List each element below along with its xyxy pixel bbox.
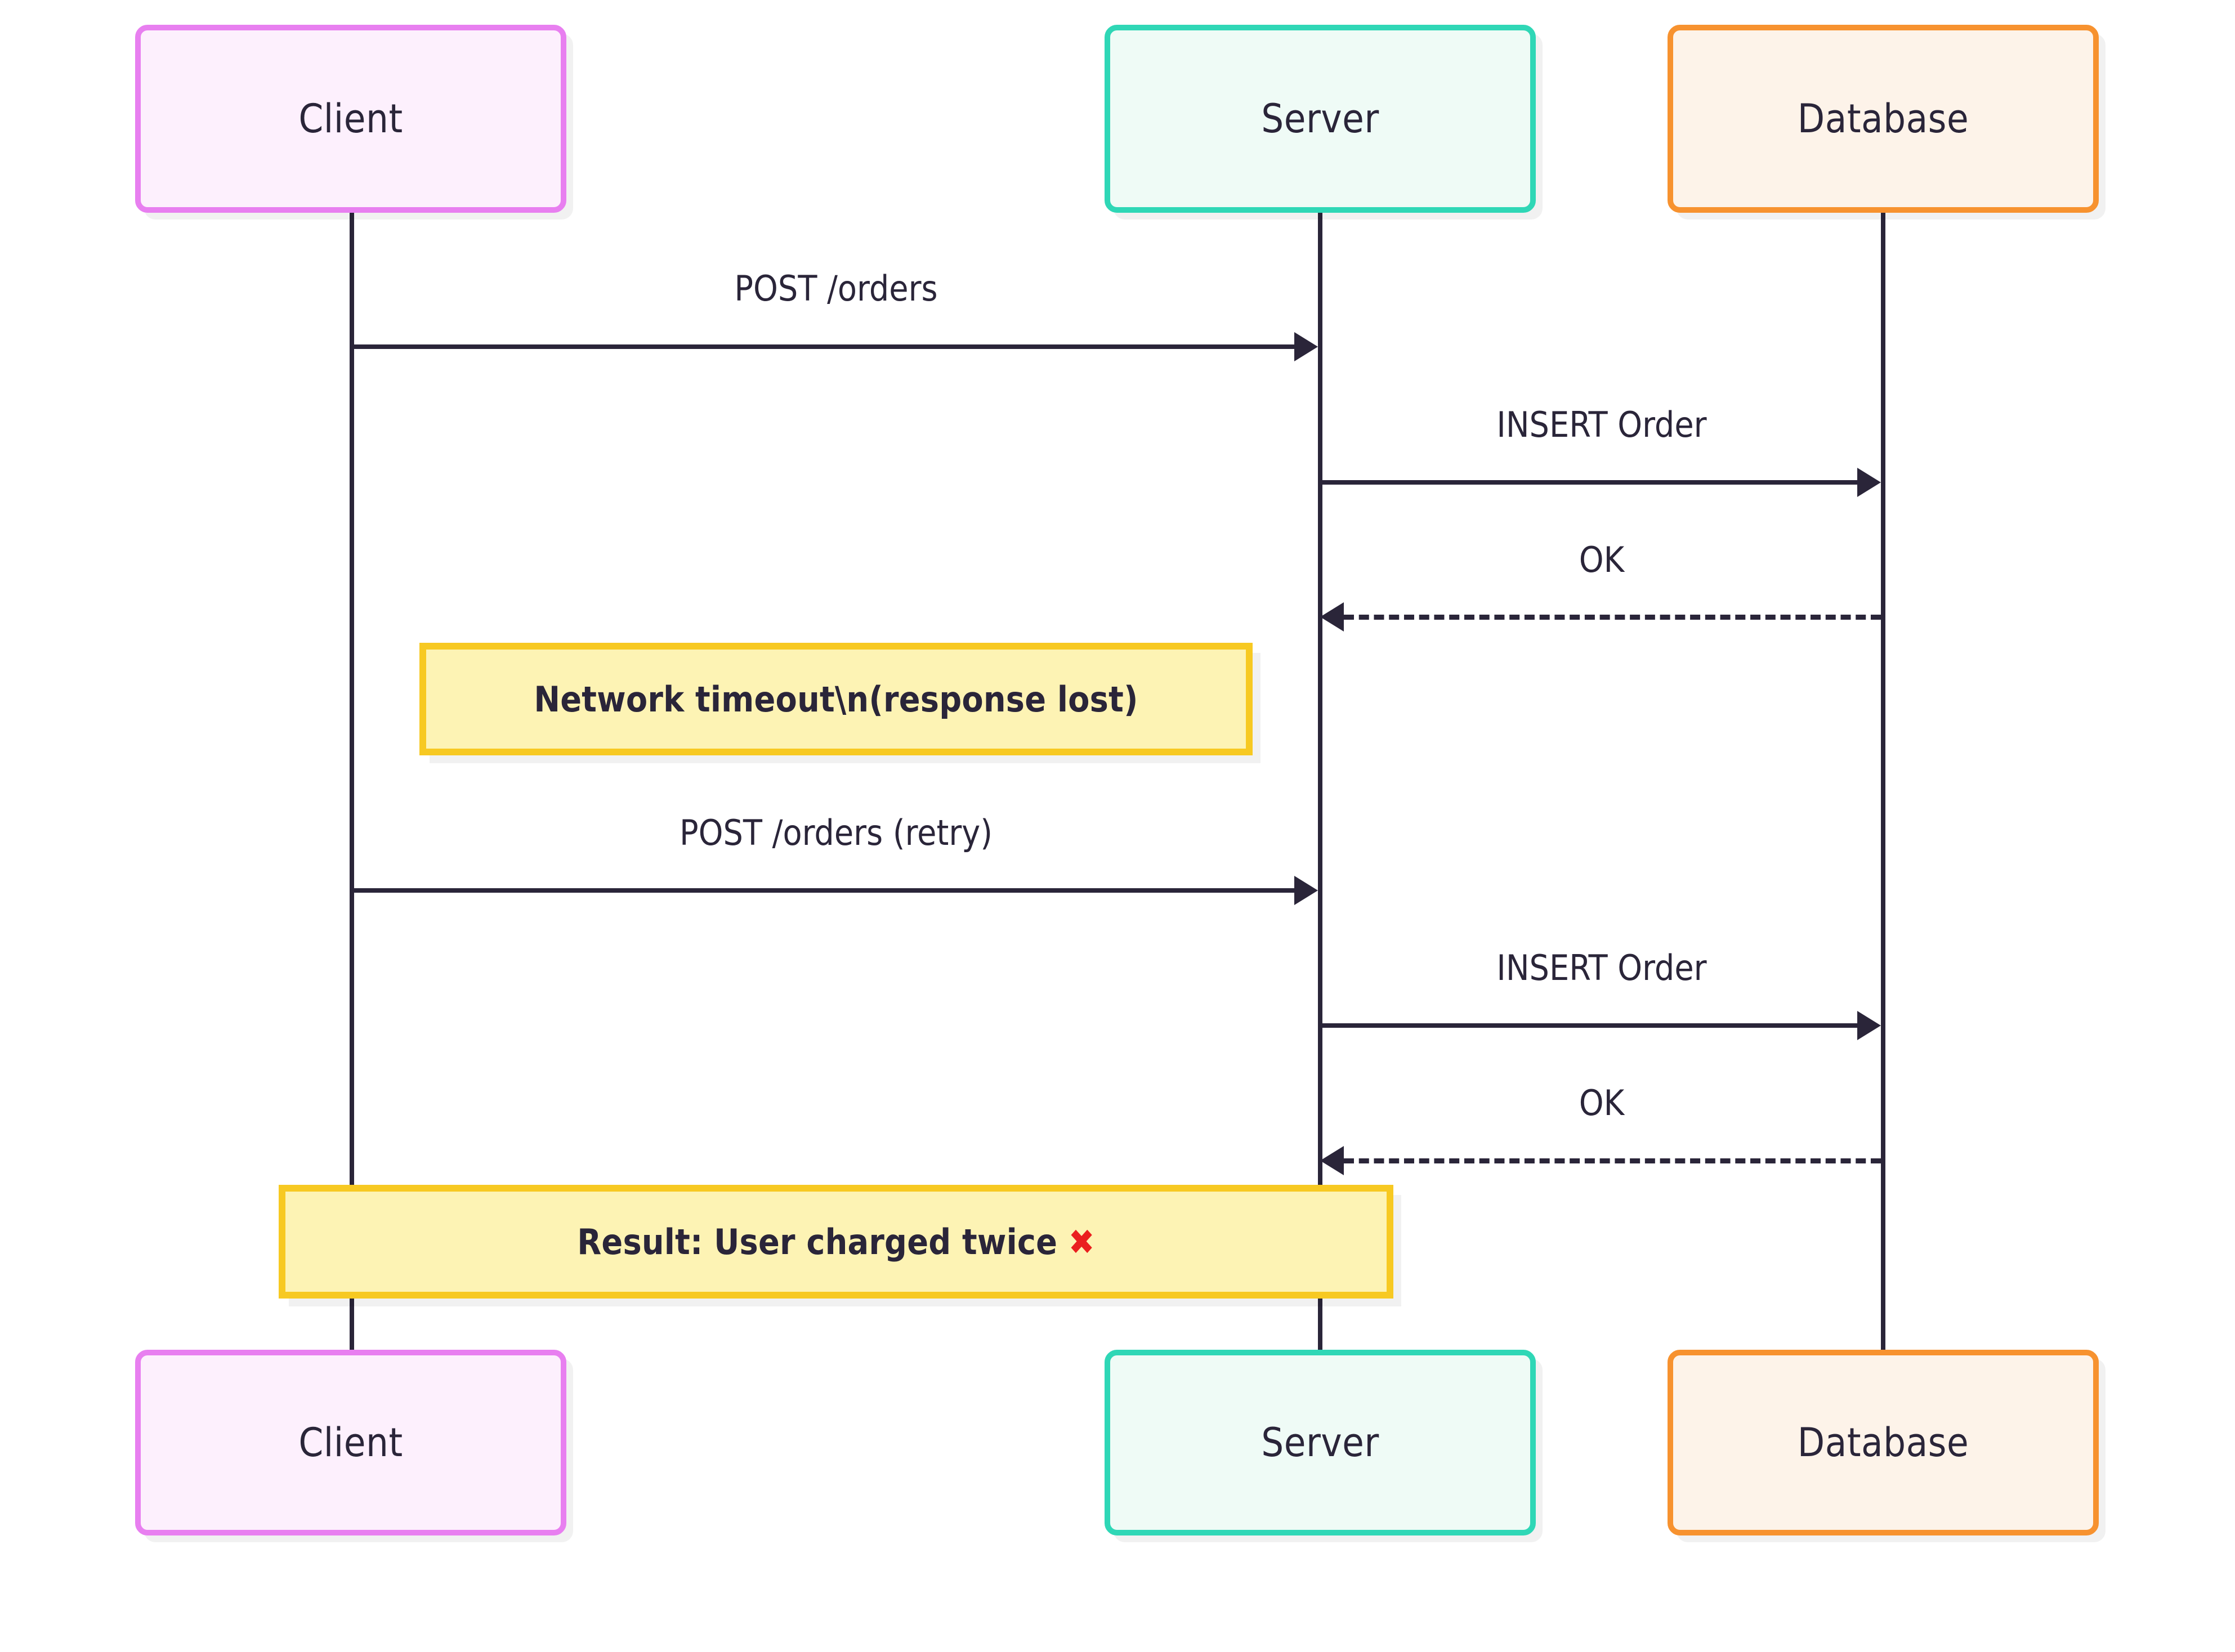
message-line	[1320, 1023, 1857, 1028]
cross-mark-icon: ✖	[1068, 1221, 1095, 1262]
arrowhead-left-icon	[1320, 602, 1344, 632]
message-line	[352, 344, 1294, 349]
message-line-dashed	[1344, 615, 1881, 620]
participant-label-server: Server	[1261, 96, 1379, 142]
message-line	[352, 888, 1294, 893]
participant-box-client[interactable]: Client	[135, 25, 566, 213]
arrowhead-left-icon	[1320, 1146, 1344, 1175]
message-label-insert-order-2: INSERT Order	[1496, 947, 1707, 988]
participant-label-database: Database	[1797, 96, 1969, 142]
participant-box-server-bottom[interactable]: Server	[1105, 1350, 1536, 1535]
message-label-ok-1: OK	[1579, 539, 1625, 580]
participant-label-client: Client	[298, 96, 403, 142]
participant-box-database[interactable]: Database	[1668, 25, 2099, 213]
participant-box-database-bottom[interactable]: Database	[1668, 1350, 2099, 1535]
message-line	[1320, 480, 1857, 485]
note-result-text: Result: User charged twice ✖	[577, 1221, 1094, 1262]
message-line-dashed	[1344, 1158, 1881, 1163]
note-result-text-prefix: Result: User charged twice	[577, 1221, 1069, 1262]
message-label-ok-2: OK	[1579, 1082, 1625, 1123]
participant-box-client-bottom[interactable]: Client	[135, 1350, 566, 1535]
note-network-timeout: Network timeout\n(response lost)	[419, 643, 1253, 755]
arrowhead-right-icon	[1294, 876, 1318, 905]
arrowhead-right-icon	[1857, 1011, 1881, 1040]
message-label-insert-order-1: INSERT Order	[1496, 404, 1707, 445]
message-label-post-orders-retry: POST /orders (retry)	[679, 812, 993, 853]
participant-label-database-bottom: Database	[1797, 1420, 1969, 1466]
arrowhead-right-icon	[1857, 468, 1881, 497]
arrowhead-right-icon	[1294, 332, 1318, 361]
lifeline-database	[1881, 213, 1885, 1351]
message-label-post-orders: POST /orders	[734, 268, 938, 309]
participant-box-server[interactable]: Server	[1105, 25, 1536, 213]
lifeline-server	[1318, 213, 1322, 1351]
participant-label-server-bottom: Server	[1261, 1420, 1379, 1466]
note-result: Result: User charged twice ✖	[279, 1185, 1393, 1299]
note-network-timeout-text: Network timeout\n(response lost)	[534, 678, 1138, 720]
participant-label-client-bottom: Client	[298, 1420, 403, 1466]
lifeline-client	[350, 213, 354, 1351]
